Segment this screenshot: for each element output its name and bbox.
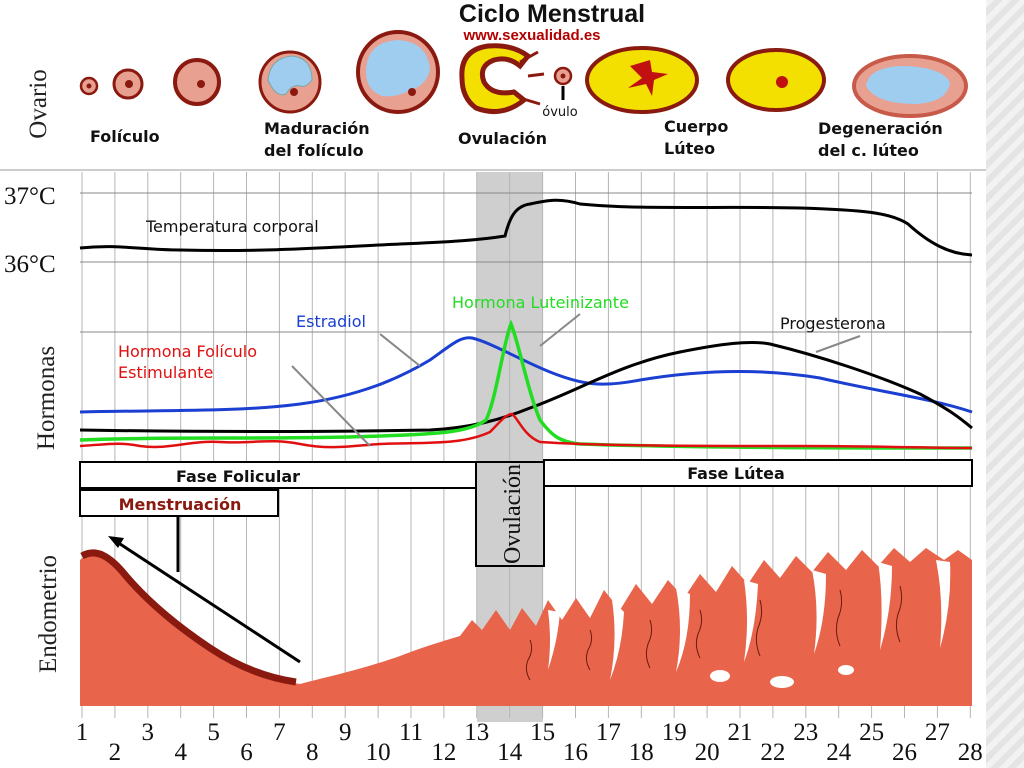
fsh-label-2: Estimulante [118, 363, 213, 382]
day-label: 20 [695, 739, 720, 766]
follicular-phase-bar [79, 461, 477, 489]
hormones-side-label: Hormonas [33, 346, 60, 450]
ruptured-follicle-icon [459, 43, 532, 115]
day-label: 14 [497, 739, 523, 766]
temp-label-36: 36°C [4, 251, 56, 278]
stage-label-maturation-2: del folículo [264, 141, 364, 160]
diagram-title: Ciclo Menstrual [459, 0, 645, 28]
lh-label: Hormona Luteinizante [452, 293, 629, 312]
follicular-phase-label: Fase Folicular [176, 467, 300, 486]
day-label: 2 [109, 739, 122, 766]
day-label: 12 [431, 739, 456, 766]
corpus-luteum-small-icon [726, 48, 826, 112]
luteal-phase-label: Fase Lútea [687, 464, 785, 483]
source-url: www.sexualidad.es [463, 27, 601, 44]
temp-label-37: 37°C [4, 183, 56, 210]
fsh-curve [79, 412, 973, 450]
endometrium-illustration [80, 548, 972, 706]
day-label: 26 [892, 739, 917, 766]
progesterone-label: Progesterona [780, 314, 886, 333]
estradiol-label: Estradiol [296, 312, 366, 331]
day-label: 17 [596, 719, 621, 746]
menstruation-arrow [113, 538, 301, 664]
fsh-label-1: Hormona Folículo [118, 342, 257, 361]
stage-label-maturation-1: Maduración [264, 119, 370, 138]
estradiol-curve [79, 336, 973, 414]
ovary-illustrations: óvulo [79, 30, 968, 120]
temperature-curve [79, 198, 973, 257]
stage-label-luteum-2: Lúteo [664, 139, 715, 158]
stage-label-follicle: Folículo [90, 127, 160, 146]
day-label: 28 [958, 739, 983, 766]
day-label: 21 [728, 719, 753, 746]
day-label: 9 [339, 719, 352, 746]
day-label: 18 [629, 739, 654, 766]
day-label: 3 [142, 719, 155, 746]
day-label: 7 [273, 719, 286, 746]
day-label: 13 [464, 719, 489, 746]
day-label: 23 [793, 719, 818, 746]
progesterone-curve [79, 340, 973, 433]
day-label: 19 [662, 719, 687, 746]
day-label: 10 [366, 739, 391, 766]
follicle-large-icon [173, 58, 221, 106]
day-label: 25 [859, 719, 884, 746]
stage-label-luteum-1: Cuerpo [664, 117, 728, 136]
day-label: 5 [207, 719, 220, 746]
day-label: 6 [240, 739, 253, 766]
day-label: 1 [76, 719, 89, 746]
stage-label-degeneration-1: Degeneración [818, 119, 943, 138]
stage-label-ovulation: Ovulación [458, 129, 547, 148]
endometrium-side-label: Endometrio [35, 555, 62, 673]
ovulation-phase-box [475, 461, 545, 567]
menstruation-bar [79, 489, 279, 517]
ovum-label: óvulo [542, 105, 577, 120]
day-label: 15 [530, 719, 555, 746]
menstruation-label: Menstruación [119, 495, 242, 514]
day-label: 8 [306, 739, 319, 766]
day-label: 4 [174, 739, 187, 766]
ovary-side-label: Ovario [25, 69, 52, 138]
day-label: 24 [826, 739, 852, 766]
ovulation-phase-label: Ovulación [500, 464, 526, 564]
day-label: 11 [399, 719, 423, 746]
stage-label-degeneration-2: del c. lúteo [818, 141, 919, 160]
day-label: 27 [925, 719, 950, 746]
temperature-curve-label: Temperatura corporal [145, 217, 319, 236]
menstrual-lining [80, 549, 297, 686]
day-label: 16 [563, 739, 588, 766]
day-label: 22 [760, 739, 785, 766]
side-stripes [986, 0, 1024, 768]
